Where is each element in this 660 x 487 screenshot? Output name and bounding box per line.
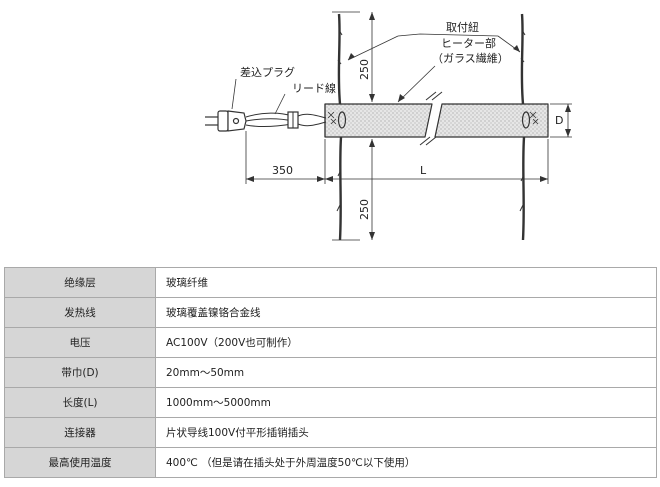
- table-row: 电压 AC100V（200V也可制作）: [4, 327, 657, 358]
- table-row: 发热线 玻璃覆盖镍铬合金线: [4, 297, 657, 328]
- dim-top-250: 250: [358, 59, 371, 80]
- label-lead-wire: リード線: [292, 81, 336, 95]
- spec-label-length: 长度(L): [4, 387, 156, 418]
- spec-table: 绝缘层 玻璃纤维 发热线 玻璃覆盖镍铬合金线 电压 AC100V（200V也可制…: [4, 267, 657, 478]
- spec-value-heating-wire: 玻璃覆盖镍铬合金线: [155, 297, 657, 328]
- dim-d: D: [555, 114, 563, 127]
- table-row: 长度(L) 1000mm～5000mm: [4, 387, 657, 418]
- spec-value-voltage: AC100V（200V也可制作）: [155, 327, 657, 358]
- spec-value-connector: 片状导线100V付平形插销插头: [155, 417, 657, 448]
- spec-value-length: 1000mm～5000mm: [155, 387, 657, 418]
- heater-body: [324, 91, 549, 146]
- table-row: 连接器 片状导线100V付平形插销插头: [4, 417, 657, 448]
- dim-l: L: [420, 164, 427, 177]
- table-row: 最高使用温度 400℃ （但是请在插头处于外周温度50℃以下使用）: [4, 447, 657, 478]
- spec-label-connector: 连接器: [4, 417, 156, 448]
- spec-value-insulation: 玻璃纤维: [155, 267, 657, 298]
- spec-value-width: 20mm～50mm: [155, 357, 657, 388]
- table-row: 带巾(D) 20mm～50mm: [4, 357, 657, 388]
- lead-wire: [245, 111, 327, 129]
- tie-string-left: [336, 13, 347, 241]
- dim-350: 350: [272, 164, 293, 177]
- heater-diagram: 取付紐 ヒーター部 （ガラス繊維） 差込プラグ リード線 250 250 350…: [205, 11, 572, 241]
- spec-label-insulation: 绝缘层: [4, 267, 156, 298]
- label-tie-string: 取付紐: [446, 21, 479, 34]
- plug-icon: [205, 110, 247, 132]
- tie-string-right: [519, 13, 531, 241]
- label-glass-fiber: （ガラス繊維）: [432, 52, 509, 65]
- table-row: 绝缘层 玻璃纤维: [4, 267, 657, 298]
- spec-label-width: 带巾(D): [4, 357, 156, 388]
- spec-label-voltage: 电压: [4, 327, 156, 358]
- spec-value-max-temp: 400℃ （但是请在插头处于外周温度50℃以下使用）: [155, 447, 657, 478]
- spec-label-heating-wire: 发热线: [4, 297, 156, 328]
- spec-label-max-temp: 最高使用温度: [4, 447, 156, 478]
- label-plug: 差込プラグ: [240, 65, 295, 79]
- label-heater-part: ヒーター部: [441, 36, 496, 50]
- dim-bottom-250: 250: [358, 199, 371, 220]
